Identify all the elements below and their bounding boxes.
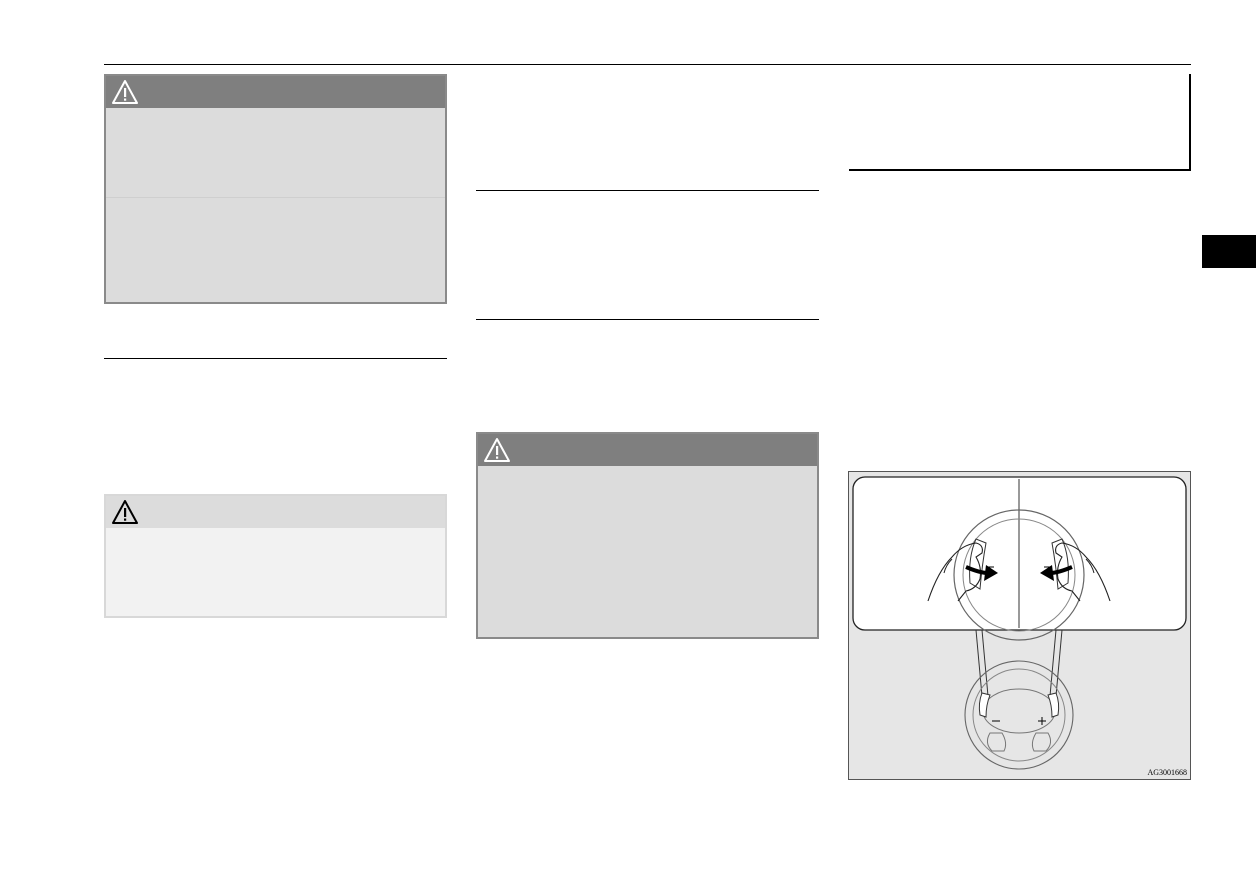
warning-box-1 [104, 74, 447, 304]
section-rule-left [104, 358, 447, 359]
caution-triangle-icon [112, 500, 138, 524]
figure-label: AG3001668 [1147, 768, 1187, 777]
right-frame-bottom-line [849, 169, 1191, 171]
caution-header [106, 496, 445, 528]
steering-wheel-illustration [848, 471, 1191, 780]
warning-triangle-icon [112, 80, 138, 104]
top-rule [104, 64, 1191, 65]
warning-body [478, 466, 817, 637]
paddle-shifter-figure: AG3001668 [848, 471, 1191, 780]
warning-body-divider [106, 197, 445, 198]
caution-box [104, 494, 447, 618]
warning-triangle-icon [484, 438, 510, 462]
warning-header [478, 434, 817, 466]
warning-body [106, 108, 445, 302]
section-rule-middle-1 [476, 190, 819, 191]
caution-body [106, 528, 445, 616]
right-frame-line [1189, 74, 1191, 171]
section-rule-middle-2 [476, 319, 819, 320]
section-tab [1202, 235, 1256, 268]
warning-header [106, 76, 445, 108]
warning-box-2 [476, 432, 819, 639]
